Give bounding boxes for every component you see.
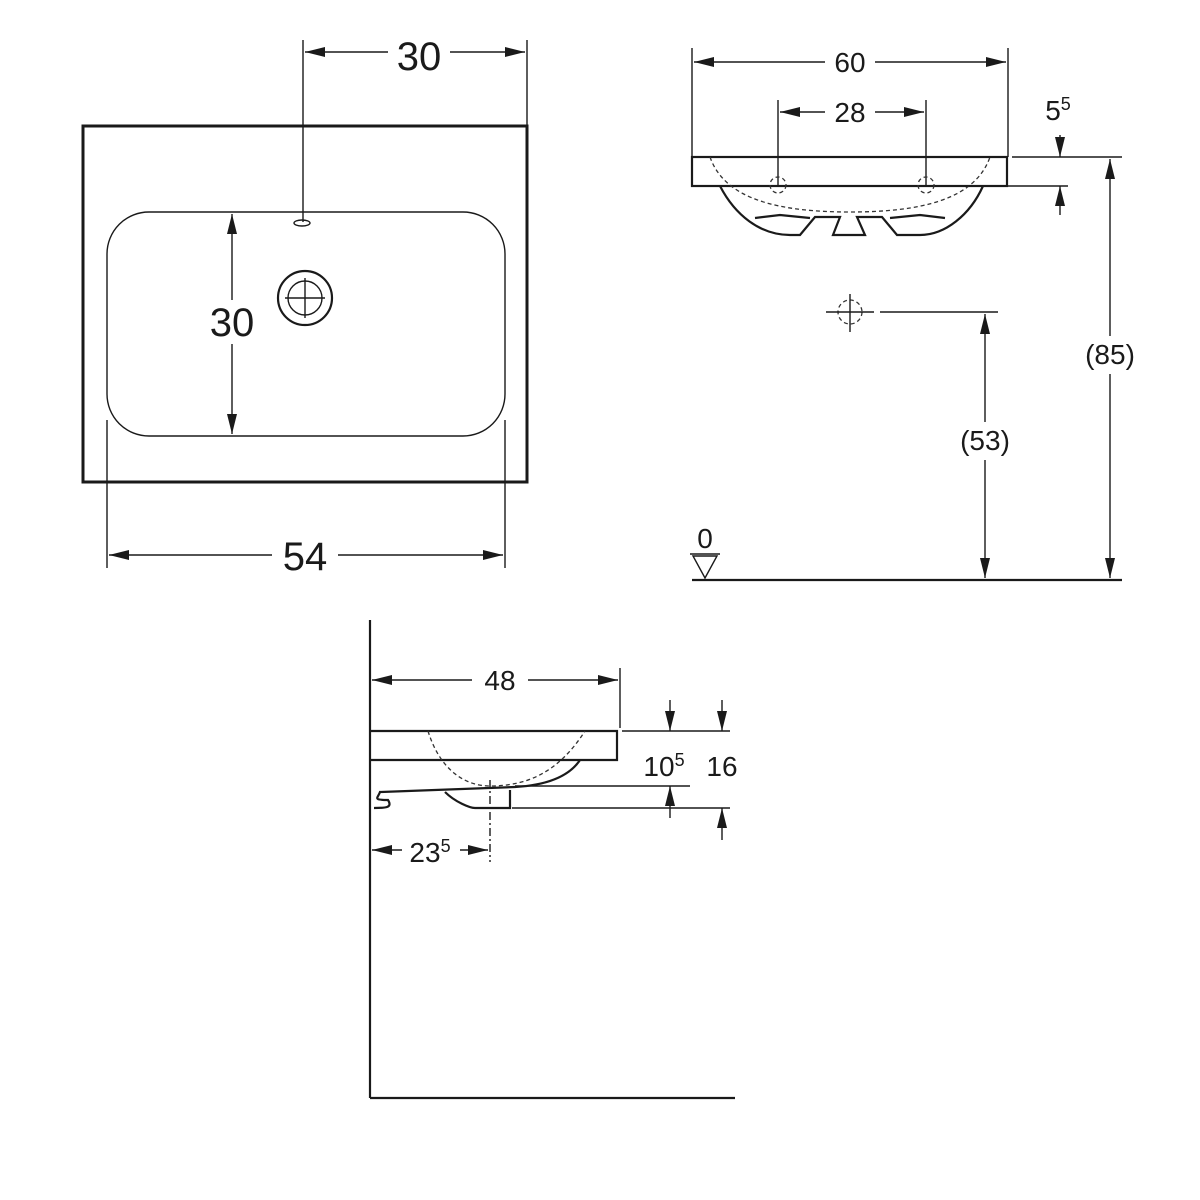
dimension-drain-offset-label: 235 — [409, 836, 450, 868]
basin-bowl — [106, 211, 506, 437]
drain-offset-superscript: 5 — [441, 836, 451, 856]
dimension-rim-height-label: (85) — [1085, 339, 1135, 370]
bowl-depth-value: 10 — [643, 751, 674, 782]
tap-hole-icon — [917, 176, 935, 194]
dimension-basin-width-label: 54 — [283, 535, 328, 579]
overflow-icon — [293, 219, 311, 227]
basin-rim — [690, 155, 1009, 188]
bowl-depth-superscript: 5 — [675, 750, 685, 770]
washbasin-outline — [81, 124, 529, 484]
basin-rim — [370, 729, 619, 762]
dimension-depth-label: 48 — [484, 665, 515, 696]
plan-view: 30 30 54 — [81, 32, 529, 579]
dimension-rim-thickness-label: 55 — [1045, 94, 1071, 126]
side-view: 48 105 16 235 — [368, 620, 738, 1100]
dimension-top-label: 30 — [397, 35, 442, 79]
dimension-total-depth-label: 16 — [706, 751, 737, 782]
level-marker-icon — [691, 555, 719, 580]
drain-offset-value: 23 — [409, 837, 440, 868]
basin-body — [719, 185, 985, 237]
drain-icon — [276, 269, 334, 327]
dimension-basin-depth-label: 30 — [210, 301, 255, 345]
floor-level-label: 0 — [697, 523, 713, 554]
dimension-bowl-depth-label: 105 — [643, 750, 684, 782]
waste-outlet-icon — [826, 294, 874, 332]
dimension-overall-width-label: 60 — [834, 47, 865, 78]
dimension-tap-spacing-label: 28 — [834, 97, 865, 128]
dimension-waste-height-label: (53) — [960, 425, 1010, 456]
front-view: 60 28 55 (53) (85) 0 — [690, 46, 1145, 582]
rim-thickness-superscript: 5 — [1061, 94, 1071, 114]
rim-thickness-value: 5 — [1045, 95, 1061, 126]
tap-hole-icon — [769, 176, 787, 194]
